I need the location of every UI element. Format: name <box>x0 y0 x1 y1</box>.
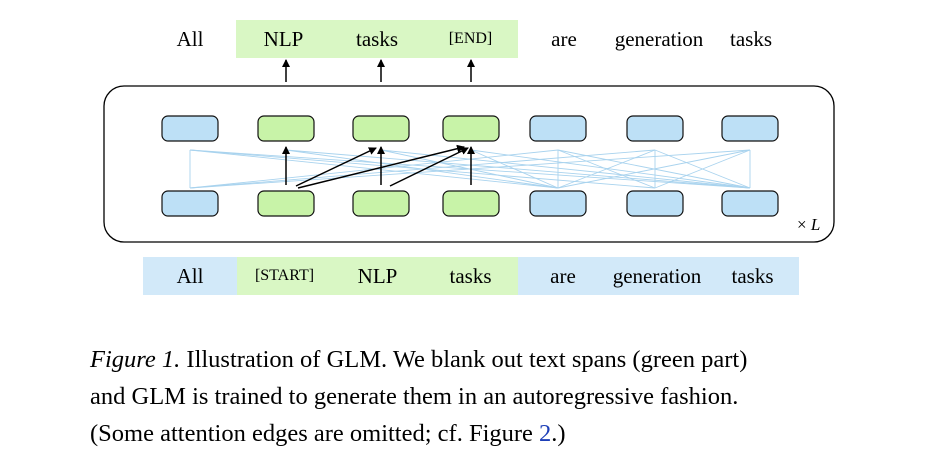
attention-edge <box>557 149 751 189</box>
context-node <box>626 190 684 217</box>
caption-line: and GLM is trained to generate them in a… <box>90 383 739 410</box>
input-context-token: are <box>518 257 608 295</box>
attention-arrow <box>295 147 377 187</box>
attention-edge <box>470 149 751 189</box>
span-node <box>442 190 500 217</box>
context-node <box>721 115 779 142</box>
context-node <box>529 115 587 142</box>
output-span-token: [END] <box>423 20 518 58</box>
input-span-token: [START] <box>237 257 332 295</box>
output-token: are <box>551 27 577 51</box>
attention-edge <box>285 149 751 189</box>
context-node <box>161 115 219 142</box>
span-node <box>352 115 410 142</box>
attention-edge <box>470 149 559 189</box>
output-token: generation <box>614 27 704 51</box>
attention-edge <box>380 149 751 189</box>
figure-reference-link[interactable]: 2 <box>539 420 552 447</box>
output-token: All <box>176 27 204 51</box>
output-token: tasks <box>730 27 772 51</box>
attention-edge <box>380 149 559 189</box>
attention-edges <box>189 149 751 189</box>
caption-text: Illustration of GLM. We blank out text s… <box>186 346 748 373</box>
output-span-token: tasks <box>331 20 423 58</box>
times-symbol: × <box>797 215 807 234</box>
context-node <box>161 190 219 217</box>
input-span-token: tasks <box>423 257 518 295</box>
span-node <box>442 115 500 142</box>
attention-arrow <box>389 147 469 187</box>
layer-repeat-label: × L <box>797 215 820 235</box>
span-node <box>257 190 315 217</box>
context-node <box>721 190 779 217</box>
attention-arrow <box>297 144 465 189</box>
caption-text: (Some attention edges are omitted; cf. F… <box>90 420 540 447</box>
layer-count-variable: L <box>810 215 821 234</box>
caption-line: Figure 1. Illustration of GLM. We blank … <box>90 341 890 378</box>
span-node <box>257 115 315 142</box>
upper-node-row <box>161 115 779 142</box>
context-node <box>626 115 684 142</box>
caption-text: .) <box>551 420 566 447</box>
attention-edge <box>557 149 656 189</box>
output-arrows <box>282 59 475 82</box>
output-span-token: NLP <box>236 20 331 58</box>
figure-label: Figure 1. <box>90 346 181 373</box>
autoregressive-arrows <box>282 144 475 189</box>
input-context-token: All <box>143 257 237 295</box>
input-context-token: tasks <box>706 257 799 295</box>
attention-edge <box>285 149 559 189</box>
figure-caption: Figure 1. Illustration of GLM. We blank … <box>90 341 890 452</box>
context-node <box>529 190 587 217</box>
span-node <box>352 190 410 217</box>
input-span-token: NLP <box>332 257 423 295</box>
caption-line: (Some attention edges are omitted; cf. F… <box>90 415 890 452</box>
lower-node-row <box>161 190 779 217</box>
input-context-token: generation <box>608 257 706 295</box>
transformer-layer-box <box>103 85 835 243</box>
